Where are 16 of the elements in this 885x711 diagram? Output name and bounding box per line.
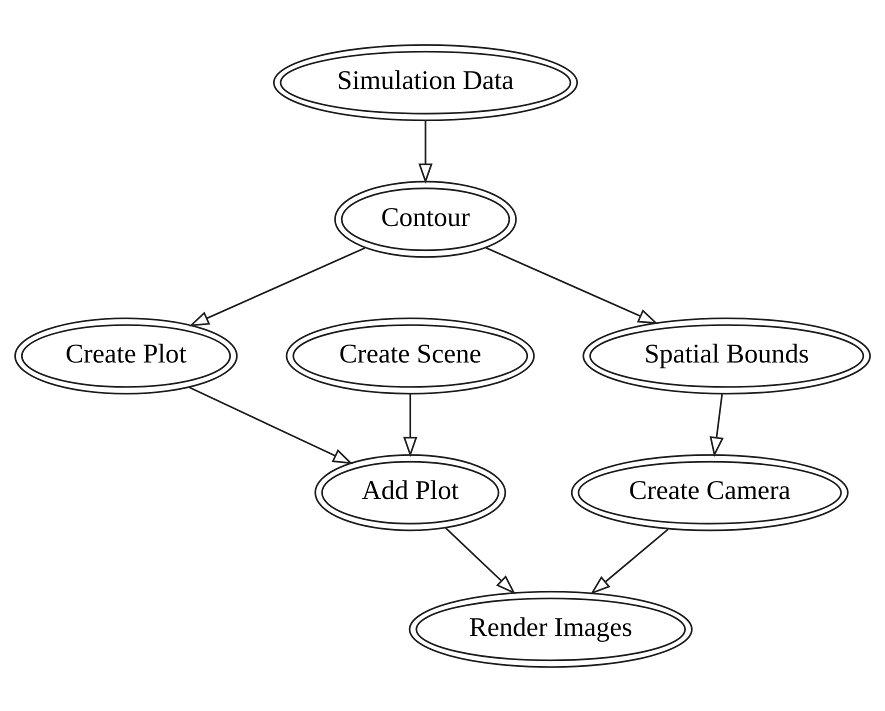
arrow <box>418 120 433 184</box>
arrow <box>188 246 366 326</box>
arrow <box>485 246 658 324</box>
node-ellipse: Contour <box>334 180 517 258</box>
node-ellipse: Create Plot <box>14 316 238 394</box>
arrow <box>188 386 354 464</box>
node-ellipse: Simulation Data <box>273 44 578 121</box>
arrow <box>590 528 669 594</box>
node-ellipse: Add Plot <box>314 454 506 531</box>
arrow <box>710 394 724 457</box>
node-ellipse: Spatial Bounds <box>582 316 871 394</box>
node-ellipse: Create Scene <box>286 316 535 394</box>
node-ellipse: Render Images <box>408 590 693 668</box>
arrow <box>403 394 418 457</box>
arrow <box>445 526 516 594</box>
node-ellipse: Create Camera <box>570 454 849 531</box>
